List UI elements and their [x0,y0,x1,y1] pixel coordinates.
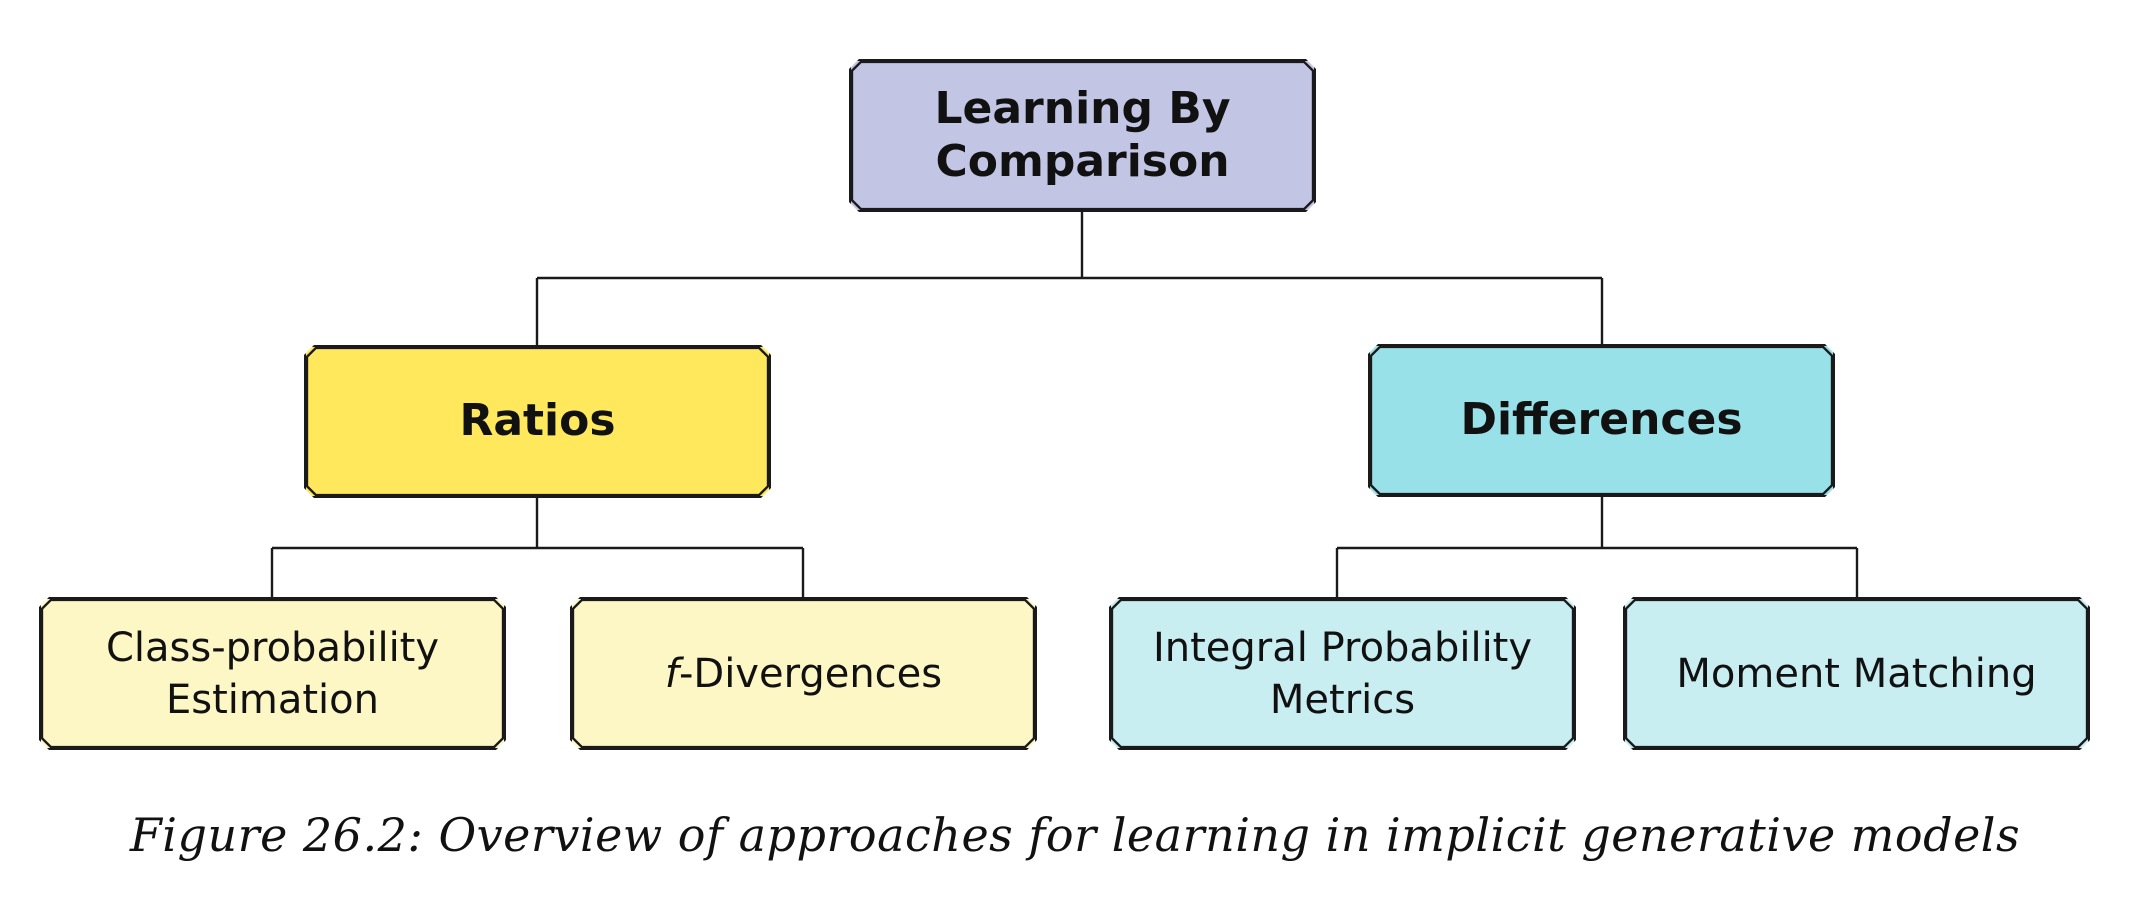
node-label: Ratios [459,395,616,447]
node-outline [1111,599,1574,748]
node-label-line2: Comparison [935,135,1230,187]
node-label: Learning By Comparison [934,83,1230,189]
node-label-line2: Estimation [165,676,379,723]
node-label-line1: Integral Probability [1152,624,1533,671]
node-moment-matching: Moment Matching [1623,597,2090,750]
node-outline [306,347,769,496]
node-label: Integral Probability Metrics [1153,622,1532,726]
node-label: Differences [1460,394,1743,446]
node-differences: Differences [1368,344,1835,497]
node-learning-by-comparison: Learning By Comparison [849,59,1316,212]
node-ratios: Ratios [304,345,771,498]
node-outline [1370,346,1833,495]
node-label-line1: Learning By [934,82,1231,134]
node-integral-probability-metrics: Integral Probability Metrics [1109,597,1576,750]
node-outline [572,599,1035,748]
node-class-probability-estimation: Class-probability Estimation [39,597,506,750]
node-outline [41,599,504,748]
node-outline [1625,599,2088,748]
node-outline [851,61,1314,210]
node-label-prefix: f [664,650,679,697]
node-label-line1: Class-probability [105,624,440,671]
node-label-line2: Metrics [1269,676,1416,723]
node-label: Moment Matching [1676,650,2037,697]
figure-caption: Figure 26.2: Overview of approaches for … [129,808,2021,862]
node-label: Class-probability Estimation [106,622,439,726]
node-label: f-Divergences [665,648,942,700]
node-label-suffix: -Divergences [678,650,943,697]
node-f-divergences: f-Divergences [570,597,1037,750]
